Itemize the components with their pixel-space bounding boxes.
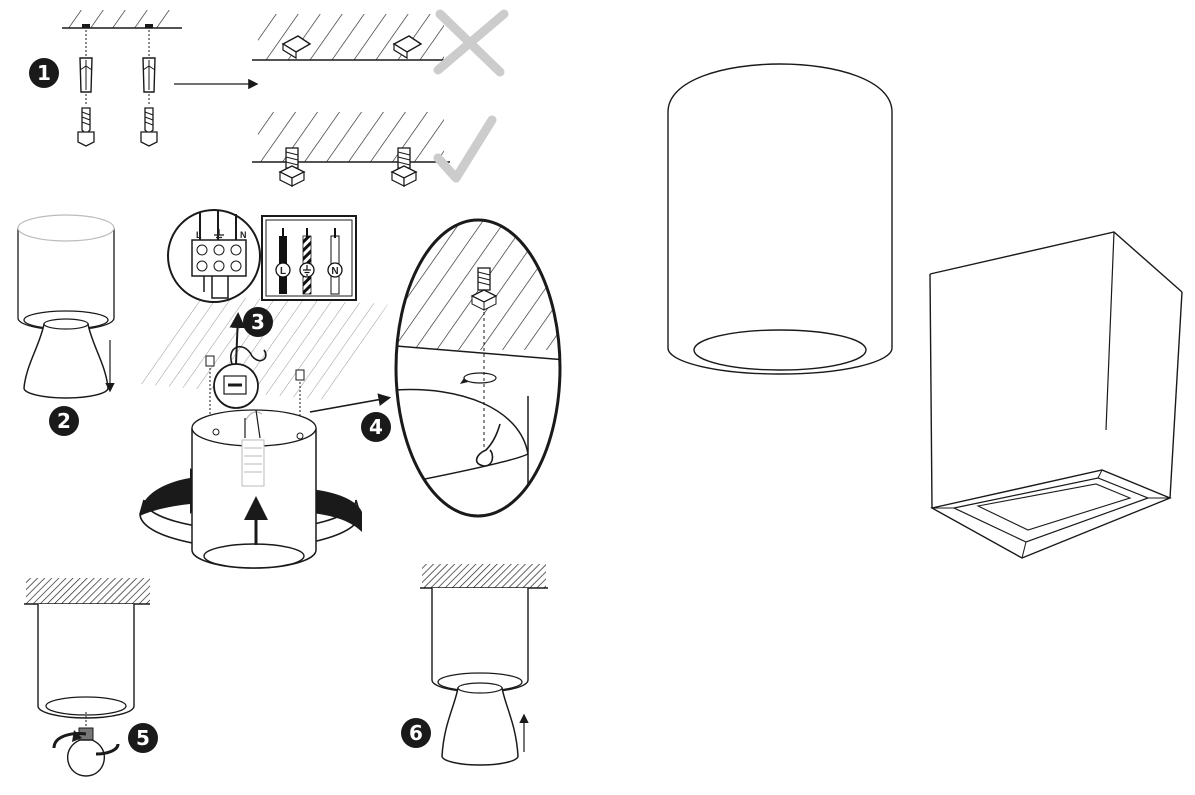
round-fixture-view bbox=[667, 63, 893, 375]
step-5-insert-bulb: 5 bbox=[24, 578, 158, 777]
step-3-wiring: L N L bbox=[140, 209, 388, 432]
step-number-1: 1 bbox=[37, 61, 51, 85]
step-number-6: 6 bbox=[409, 721, 423, 745]
rotate-arrow-icon bbox=[460, 372, 497, 384]
step-6-attach-shade: 6 bbox=[401, 564, 548, 766]
check-mark-icon bbox=[433, 115, 497, 183]
earth-symbol-icon bbox=[303, 265, 311, 276]
step-number-5: 5 bbox=[136, 726, 150, 750]
step-badge-5: 5 bbox=[128, 723, 158, 753]
rotate-arrow-icon bbox=[52, 730, 120, 756]
correct-mounting-example bbox=[252, 112, 497, 187]
step-badge-4: 4 bbox=[361, 412, 391, 442]
wire-label-neutral: N bbox=[331, 266, 338, 277]
step-number-4: 4 bbox=[369, 415, 383, 439]
step-badge-1: 1 bbox=[29, 58, 59, 88]
terminal-label-neutral: N bbox=[240, 230, 247, 240]
step-4-screw-detail bbox=[394, 218, 562, 518]
screw-icon bbox=[77, 107, 158, 147]
step-2-remove-shade: 2 bbox=[17, 214, 115, 436]
ceiling-hatch bbox=[66, 10, 178, 28]
step-1-anchors: 1 bbox=[29, 10, 259, 147]
step-badge-2: 2 bbox=[49, 406, 79, 436]
wire-label-live: L bbox=[280, 266, 286, 277]
step-number-3: 3 bbox=[251, 310, 265, 334]
wall-plug-icon bbox=[79, 57, 156, 93]
step-badge-3: 3 bbox=[243, 307, 273, 337]
step-badge-6: 6 bbox=[401, 718, 431, 748]
cross-mark-icon bbox=[433, 9, 509, 77]
fixture-twist-mount: 4 bbox=[139, 393, 392, 569]
earth-symbol-icon bbox=[214, 229, 224, 241]
step-number-2: 2 bbox=[57, 409, 71, 433]
wrong-mounting-example bbox=[252, 9, 509, 77]
square-fixture-view bbox=[929, 231, 1183, 559]
terminal-block-detail: L N bbox=[167, 209, 261, 303]
terminal-label-live: L bbox=[196, 230, 202, 240]
wire-legend: L N bbox=[261, 215, 357, 301]
